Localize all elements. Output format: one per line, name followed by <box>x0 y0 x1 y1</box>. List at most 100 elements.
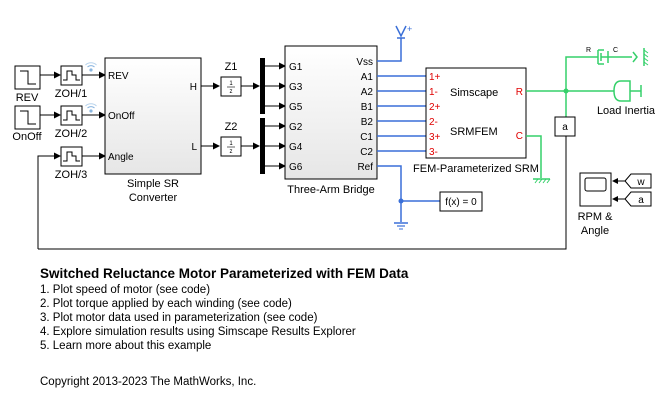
zoh2-block[interactable] <box>60 105 83 126</box>
load-inertia-block[interactable] <box>613 80 642 102</box>
port-label: C <box>613 47 618 54</box>
svg-text:1: 1 <box>229 81 233 87</box>
port-label: C <box>516 131 523 142</box>
zoh2-label: ZOH/2 <box>55 128 87 140</box>
link-plot-torque[interactable]: 2. Plot torque applied by each winding (… <box>40 298 292 310</box>
from-w-block[interactable] <box>624 173 652 189</box>
port-label: R <box>516 87 523 98</box>
case-line[interactable] <box>526 135 542 178</box>
svg-text:1: 1 <box>229 141 233 147</box>
rev-step-block[interactable] <box>14 65 41 90</box>
zoh3-label: ZOH/3 <box>55 169 87 181</box>
ref-line[interactable] <box>377 165 402 222</box>
mechanical-reference-icon[interactable] <box>632 48 649 66</box>
zoh1-label: ZOH/1 <box>55 88 87 100</box>
svg-text:z: z <box>230 149 233 155</box>
copyright: Copyright 2013-2023 The MathWorks, Inc. <box>40 376 257 388</box>
port-label: L <box>191 142 197 153</box>
damper-line[interactable] <box>565 56 598 91</box>
electrical-ground-icon[interactable] <box>394 222 408 230</box>
zoh-icon <box>63 70 80 81</box>
port-label: B2 <box>361 117 374 128</box>
angle-feedback-line[interactable] <box>37 152 61 249</box>
arrow-icon <box>612 196 618 202</box>
converter-label: Converter <box>129 192 178 204</box>
port-label: A1 <box>361 72 374 83</box>
srm-label: FEM-Parameterized SRM <box>413 163 539 175</box>
port-label: 1+ <box>429 72 441 83</box>
port-label: G5 <box>289 102 303 113</box>
port-label: R <box>586 47 591 54</box>
port-label: G3 <box>289 82 303 93</box>
angle-sensor-block[interactable] <box>554 116 576 137</box>
junction-dot <box>563 88 569 94</box>
rotational-damper-block[interactable]: R C <box>586 47 632 65</box>
port-label: 2+ <box>429 102 441 113</box>
srm-text: Simscape <box>450 87 498 99</box>
arrow-icon <box>612 178 618 184</box>
simple-sr-converter-block[interactable] <box>104 57 202 175</box>
model-description: Switched Reluctance Motor Parameterized … <box>40 266 408 353</box>
port-label: A2 <box>361 87 374 98</box>
zoh-icon <box>63 110 80 121</box>
zoh3-block[interactable] <box>60 146 83 167</box>
port-label: G4 <box>289 142 303 153</box>
port-label: 3- <box>429 147 438 158</box>
port-label: OnOff <box>108 111 135 122</box>
load-inertia-label: Load Inertia <box>597 105 656 117</box>
mux-bar[interactable] <box>260 118 265 174</box>
link-plot-motor-data[interactable]: 3. Plot motor data used in parameterizat… <box>40 312 318 324</box>
junction-dot <box>398 198 404 204</box>
port-label: H <box>190 82 197 93</box>
from-a-block[interactable] <box>624 191 652 207</box>
from-label: w <box>636 177 645 188</box>
solver-configuration-block[interactable] <box>439 191 483 212</box>
port-label: G1 <box>289 62 303 73</box>
three-arm-bridge-block[interactable] <box>284 45 378 180</box>
mechanical-reference-icon[interactable] <box>533 178 551 184</box>
link-learn-more[interactable]: 5. Learn more about this example <box>40 340 212 352</box>
scope-label: RPM & <box>578 211 614 223</box>
mux-bar[interactable] <box>260 58 265 114</box>
onoff-step-block[interactable] <box>14 105 41 130</box>
fem-parameterized-srm-block[interactable] <box>425 67 527 159</box>
step-icon <box>20 70 36 85</box>
step-icon <box>20 110 36 125</box>
port-label: Vss <box>356 57 373 68</box>
port-label: C2 <box>360 147 373 158</box>
converter-label: Simple SR <box>127 178 179 190</box>
svg-text:z: z <box>230 89 233 95</box>
port-label: REV <box>108 71 129 82</box>
solver-label: f(x) = 0 <box>445 197 477 208</box>
bridge-label: Three-Arm Bridge <box>287 184 374 196</box>
sensor-label: a <box>562 122 568 133</box>
z1-label: Z1 <box>225 61 238 73</box>
port-label: Ref <box>357 162 373 173</box>
z2-unit-delay-block[interactable]: 1 z <box>220 136 242 157</box>
svg-text:+: + <box>407 24 412 34</box>
port-label: G6 <box>289 162 303 173</box>
model-title: Switched Reluctance Motor Parameterized … <box>40 266 409 281</box>
vss-line[interactable] <box>377 38 402 62</box>
link-plot-speed[interactable]: 1. Plot speed of motor (see code) <box>40 284 211 296</box>
port-label: 2- <box>429 117 438 128</box>
scope-block[interactable] <box>579 172 612 207</box>
port-label: C1 <box>360 132 373 143</box>
dc-voltage-source-icon[interactable]: + <box>395 24 412 39</box>
rev-label: REV <box>16 92 39 104</box>
angle-feedback-line[interactable] <box>38 136 567 250</box>
zoh1-block[interactable] <box>60 65 83 86</box>
port-label: 1- <box>429 87 438 98</box>
onoff-label: OnOff <box>12 131 42 143</box>
z1-unit-delay-block[interactable]: 1 z <box>220 76 242 97</box>
signal-logging-icon <box>85 62 97 72</box>
port-label: B1 <box>361 102 374 113</box>
z2-label: Z2 <box>225 121 238 133</box>
scope-label: Angle <box>581 225 609 237</box>
srm-text: SRMFEM <box>450 126 498 138</box>
port-label: 3+ <box>429 132 441 143</box>
link-results-explorer[interactable]: 4. Explore simulation results using Sims… <box>40 326 356 338</box>
zoh-icon <box>63 151 80 162</box>
port-label: Angle <box>108 152 134 163</box>
signal-logging-icon <box>85 103 97 113</box>
